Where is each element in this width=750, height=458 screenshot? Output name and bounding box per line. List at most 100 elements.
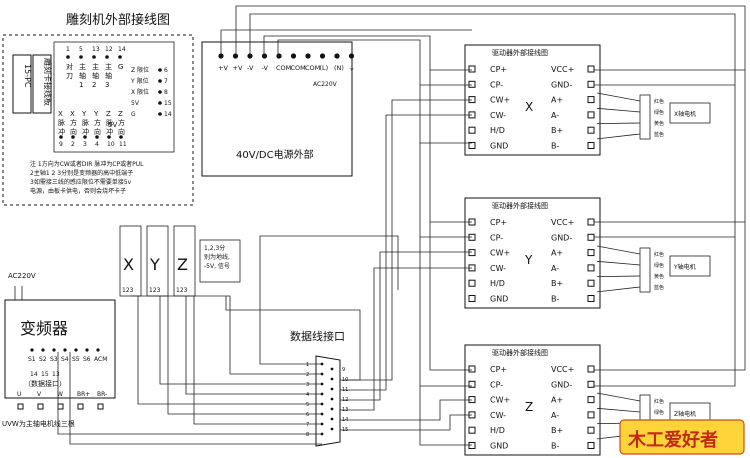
psu-terminal (261, 53, 268, 59)
driver-right-pin: B+ (551, 426, 563, 435)
card-bottom-terminal (59, 135, 63, 139)
limit-switch-label: X (123, 255, 134, 274)
vfd-interface-label: （数据接口） (24, 379, 66, 388)
db-connector-label: 数据线接口 (290, 329, 345, 343)
wires (14, 5, 746, 446)
vfd-bottom-label: V (37, 391, 42, 398)
card-bottom-label: 冲 (106, 127, 113, 136)
db-pin-right-number: 9 (342, 367, 345, 373)
card-top-label: 刀 (66, 72, 73, 80)
driver-right-pin: B- (551, 295, 559, 304)
card-bottom-terminal (107, 135, 111, 139)
limit-note-line: -5V, 信号 (204, 262, 230, 270)
driver-left-terminal (468, 426, 476, 434)
driver-left-pin: CW+ (490, 396, 510, 405)
driver-y: 驱动器外部接线图YCP+CP-CW+CW-H/DGNDVCC+GND-A+A-B… (464, 197, 711, 309)
card-bottom-label: Z (106, 110, 111, 118)
driver-left-pin: H/D (490, 279, 505, 288)
motor-wire-color: 红色 (654, 98, 664, 105)
driver-left-pin: CW+ (490, 249, 510, 258)
driver-right-pin: VCC+ (551, 65, 574, 74)
vfd-terminal-number: 13 (52, 371, 60, 378)
driver-right-terminal (587, 380, 595, 388)
wire (137, 296, 322, 405)
wire (57, 352, 322, 435)
motor-wire-color: 红色 (654, 398, 664, 405)
psu-terminal-label: COM (291, 64, 306, 72)
driver-right-pin: B+ (551, 126, 563, 135)
card-top-label: 轴 (105, 71, 112, 80)
card-bottom-terminal (71, 135, 75, 139)
card-limit-terminal (158, 68, 162, 72)
card-bottom-number: 2 (71, 141, 75, 148)
card-top-pin-number: 1 (66, 46, 70, 53)
motor-wire-color: 蓝色 (654, 131, 664, 138)
card-bottom-terminal (83, 135, 87, 139)
driver-title: 驱动器外部接线图 (492, 48, 548, 57)
psu-terminal (348, 53, 355, 59)
card-limit-label: Y 限位 (130, 77, 149, 85)
driver-left-terminal (468, 380, 476, 388)
limit-note-line: 1,2,3分 (204, 244, 225, 252)
card-limit-terminal (158, 79, 162, 83)
wire (193, 296, 322, 425)
driver-id: X (525, 100, 533, 114)
vfd-bottom-terminal (77, 403, 84, 410)
psu-terminal (290, 53, 297, 59)
driver-right-pin: B- (551, 142, 559, 151)
vfd-terminal-label: S2 (39, 356, 47, 363)
driver-left-pin: CP- (490, 380, 503, 389)
vfd-terminal-label: S4 (61, 356, 69, 363)
motor-wire-color: 黄色 (654, 273, 664, 280)
driver-right-pin: GND- (551, 233, 572, 242)
driver-left-terminal (468, 142, 476, 149)
card-bottom-label: 向 (94, 127, 101, 136)
card-bottom-label: X (70, 110, 75, 118)
card-top-label: 轴 (92, 71, 99, 80)
card-bottom-number: 9 (59, 141, 63, 148)
card-limit-number: 8 (164, 89, 168, 96)
card-limit-label: G (131, 111, 136, 118)
driver-right-pin: VCC+ (551, 218, 574, 227)
motor-wire (596, 107, 641, 113)
psu-label: 40V/DC电源外部 (236, 148, 314, 161)
vfd-terminal (41, 348, 45, 352)
card-bottom-label: 脉 (82, 118, 89, 127)
card-bottom-label: 向 (70, 127, 77, 136)
drivers: 驱动器外部接线图XCP+CP-CW+CW-H/DGNDVCC+GND-A+A-B… (464, 44, 711, 456)
db-pin-right (330, 397, 334, 401)
card-bottom-label: 方 (94, 118, 101, 127)
psu-terminal (305, 53, 311, 59)
wire (340, 99, 472, 381)
psu-terminal-label: (N) (334, 64, 344, 72)
card-limit-number: 7 (164, 78, 168, 85)
vfd-terminal (85, 348, 89, 352)
wire (249, 13, 736, 86)
wire (340, 414, 472, 431)
vfd-terminal-label: S3 (50, 356, 58, 363)
card-bottom-label: 冲 (58, 127, 65, 136)
card-top-label: G (118, 63, 123, 71)
driver-id: Z (525, 400, 533, 414)
motor-connector (639, 94, 651, 140)
card-limit-number: 14 (164, 111, 172, 118)
db-pin-left-number: 4 (306, 392, 309, 398)
wire (235, 5, 746, 71)
db-pin-left-number: 5 (306, 402, 309, 408)
limit-note-box (199, 239, 241, 283)
wire (429, 70, 472, 371)
card-bottom-label: 脉 (58, 118, 65, 127)
limit-note-line: 别为地线, (204, 253, 230, 261)
driver-right-pin: GND- (551, 380, 572, 389)
limit-switch-label: Z (177, 255, 188, 274)
vfd-terminal-label: S1 (28, 356, 36, 363)
card-bottom-label: Y (93, 110, 99, 118)
psu-terminal-label: (L) (320, 64, 329, 72)
